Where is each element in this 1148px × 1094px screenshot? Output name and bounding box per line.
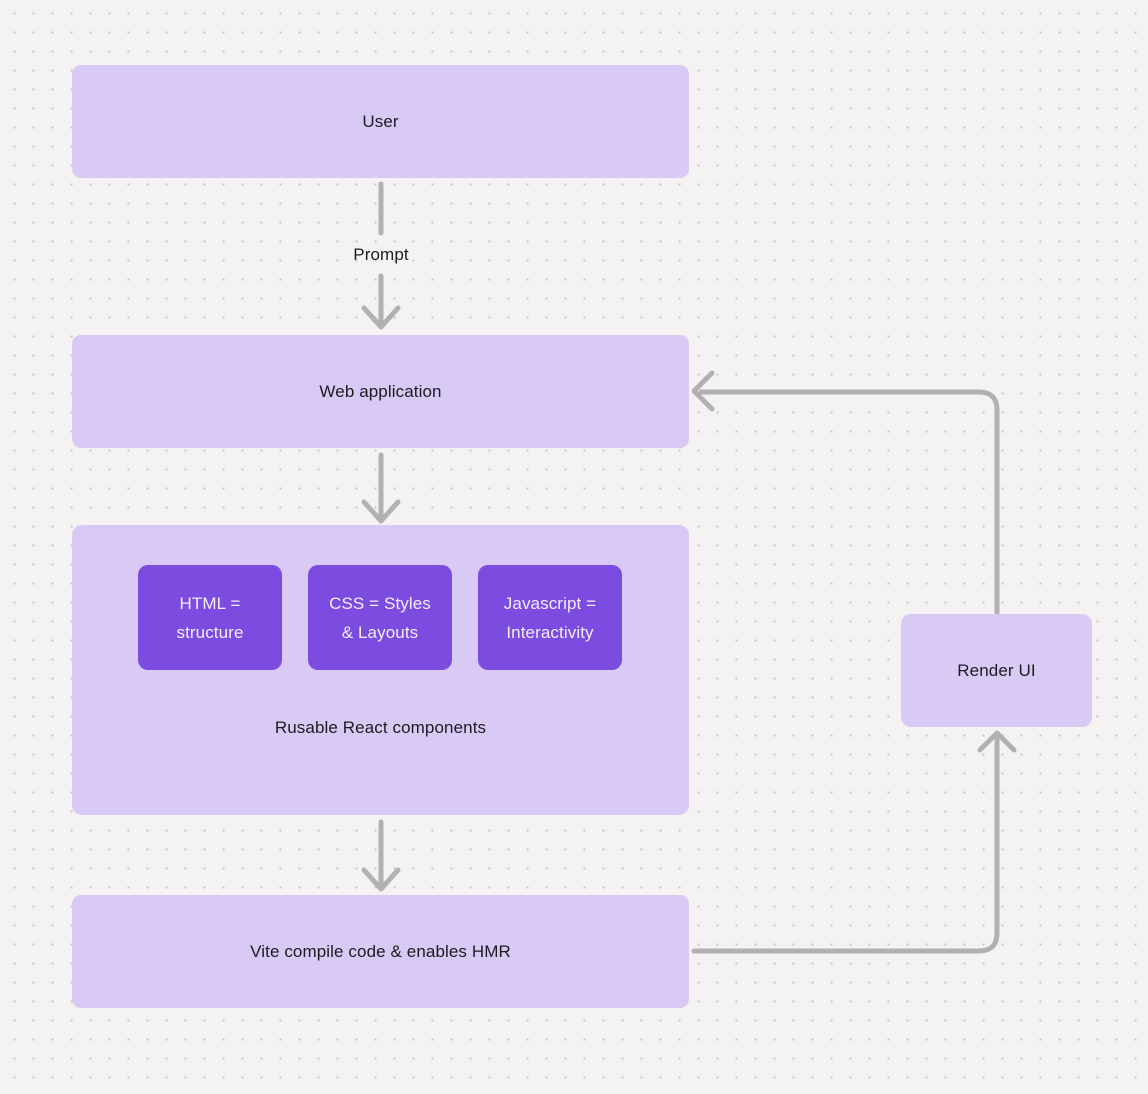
- node-vite-label: Vite compile code & enables HMR: [250, 941, 511, 961]
- components-group: HTML = structure CSS = Styles & Layouts …: [72, 525, 689, 815]
- edge-label-prompt: Prompt: [353, 245, 409, 264]
- chip-css: CSS = Styles & Layouts: [308, 565, 452, 670]
- node-web-application-label: Web application: [319, 381, 442, 401]
- chips-row: HTML = structure CSS = Styles & Layouts …: [138, 565, 622, 670]
- arrowhead-down-icon: [361, 867, 401, 892]
- chip-javascript: Javascript = Interactivity: [478, 565, 622, 670]
- node-render-ui-label: Render UI: [957, 660, 1036, 680]
- node-vite: Vite compile code & enables HMR: [72, 895, 689, 1008]
- edge-vite-render-stem: [691, 735, 1000, 954]
- chip-html: HTML = structure: [138, 565, 282, 670]
- edge-render-web-stem: [698, 389, 1000, 616]
- arrowhead-down-icon: [361, 305, 401, 330]
- node-render-ui: Render UI: [901, 614, 1092, 727]
- node-web-application: Web application: [72, 335, 689, 448]
- node-user-label: User: [362, 111, 399, 131]
- arrowhead-left-icon: [691, 370, 715, 412]
- arrowhead-up-icon: [977, 730, 1017, 753]
- components-caption: Rusable React components: [274, 718, 487, 737]
- node-user: User: [72, 65, 689, 178]
- arrowhead-down-icon: [361, 499, 401, 524]
